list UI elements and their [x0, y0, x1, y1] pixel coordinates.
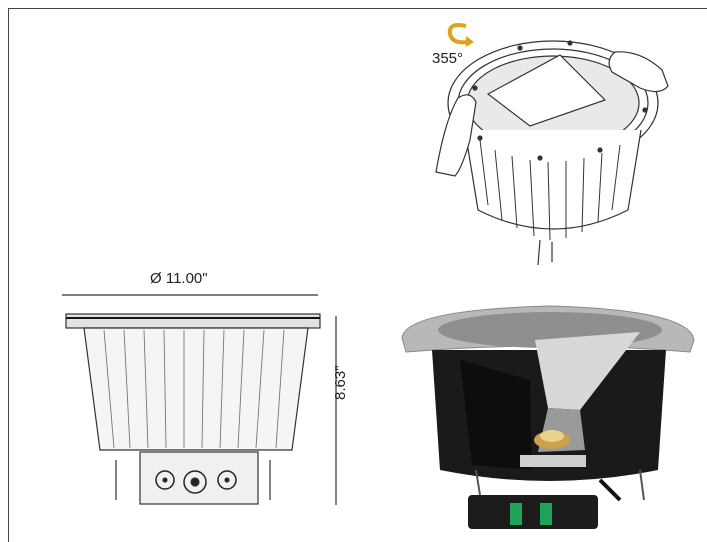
height-dimension-label: 8.63" [332, 365, 349, 400]
installation-illustration [435, 40, 669, 266]
rotation-angle-label: 355° [432, 50, 464, 67]
frame-top-border [8, 8, 707, 9]
frame-left-border [8, 8, 9, 542]
diameter-dimension-label: Ø 11.00" [150, 270, 208, 287]
cutaway-render [401, 305, 695, 529]
rotation-arrow-icon [447, 23, 474, 47]
side-elevation-drawing [62, 294, 337, 505]
